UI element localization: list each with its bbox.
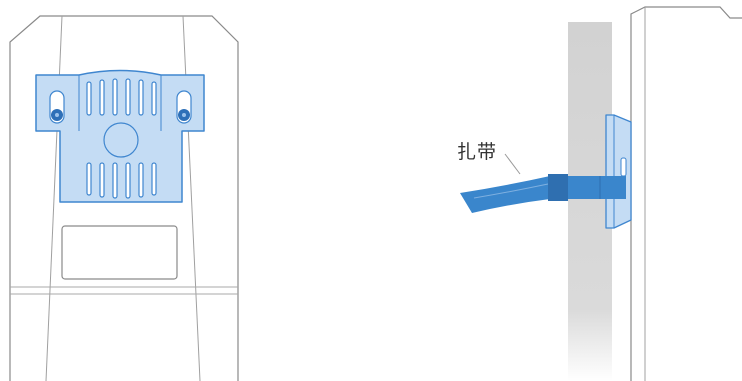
mounting-bracket [35, 69, 205, 203]
label-recess [61, 225, 178, 280]
pole-side-view [568, 22, 612, 381]
cable-tie-head [548, 174, 568, 201]
device-side-view [630, 6, 742, 381]
bracket-side [605, 114, 632, 229]
cable-tie [460, 174, 626, 213]
vent-slots-upper [86, 78, 157, 116]
vent-slots-lower [86, 162, 157, 199]
device-side-outline [630, 6, 742, 381]
mounting-pole [568, 22, 612, 381]
bracket-side-plate [605, 114, 632, 229]
device-body-outline [9, 15, 239, 381]
cable-tie-label: 扎带 [457, 141, 498, 163]
callout-leader-line [504, 153, 521, 175]
cable-tie-tail [460, 176, 550, 213]
bracket-center-hole [103, 122, 139, 158]
